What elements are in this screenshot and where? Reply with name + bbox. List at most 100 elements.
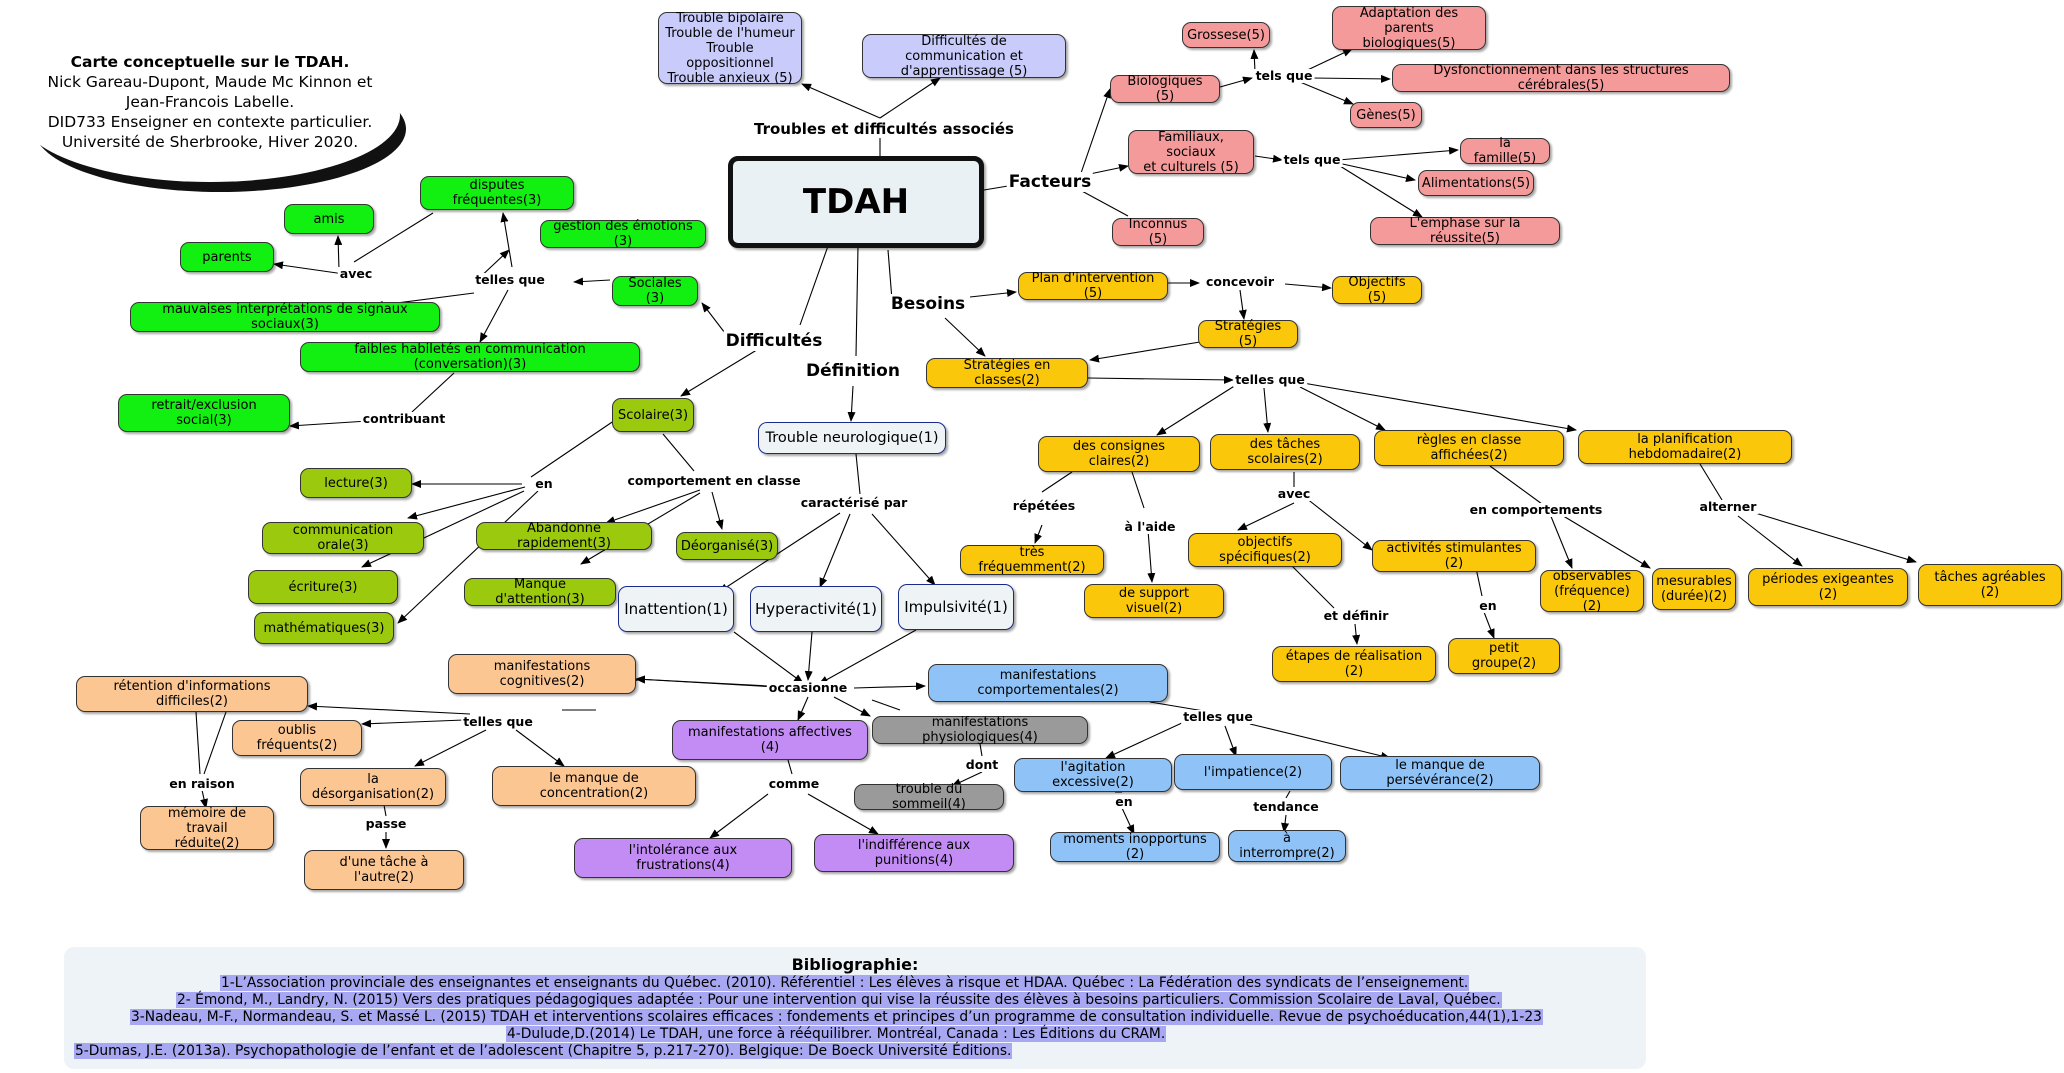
label-en-groupe: en xyxy=(1477,598,1499,613)
label-en-scolaire: en xyxy=(533,476,555,491)
node-grossesse[interactable]: Grossese(5) xyxy=(1182,22,1270,48)
node-strategies[interactable]: Stratégies (5) xyxy=(1198,319,1298,349)
label-a-l-aide: à l'aide xyxy=(1122,519,1178,534)
node-periodes-exigeantes[interactable]: périodes exigeantes (2) xyxy=(1748,568,1908,606)
node-lecture[interactable]: lecture(3) xyxy=(300,468,412,498)
node-desorganisation[interactable]: la désorganisation(2) xyxy=(300,768,446,806)
node-objectifs-specifiques[interactable]: objectifs spécifiques(2) xyxy=(1188,533,1342,567)
node-taches-agreables[interactable]: tâches agréables (2) xyxy=(1918,564,2062,606)
node-inattention[interactable]: Inattention(1) xyxy=(618,586,734,632)
node-intolerance-frustrations[interactable]: l'intolérance aux frustrations(4) xyxy=(574,838,792,878)
label-telles-que-social: telles que xyxy=(473,272,547,287)
node-consignes-claires[interactable]: des consignes claires(2) xyxy=(1038,436,1200,472)
node-disputes[interactable]: disputes fréquentes(3) xyxy=(420,176,574,210)
node-emphase-reussite[interactable]: L'emphase sur la réussite(5) xyxy=(1370,216,1560,246)
bibliography-ref-2: 2- Émond, M., Landry, N. (2015) Vers des… xyxy=(176,992,1502,1008)
label-tendance: tendance xyxy=(1251,799,1321,814)
node-plan-intervention[interactable]: Plan d'intervention (5) xyxy=(1018,271,1168,301)
bibliography-ref-4: 4-Dulude,D.(2014) Le TDAH, une force à r… xyxy=(506,1026,1167,1042)
node-abandonne-rapidement[interactable]: Abandonne rapidement(3) xyxy=(476,521,652,551)
node-manif-comportementales[interactable]: manifestations comportementales(2) xyxy=(928,664,1168,702)
node-etapes-realisation[interactable]: étapes de réalisation (2) xyxy=(1272,646,1436,682)
label-caracterise-par: caractérisé par xyxy=(798,495,910,510)
node-hyperactivite[interactable]: Hyperactivité(1) xyxy=(750,586,882,632)
node-trouble-neurologique[interactable]: Trouble neurologique(1) xyxy=(758,422,946,454)
node-strategies-classes[interactable]: Stratégies en classes(2) xyxy=(926,358,1088,388)
node-tdah[interactable]: TDAH xyxy=(728,156,984,248)
label-telles-que-cog: telles que xyxy=(461,714,535,729)
node-adaptation-parents[interactable]: Adaptation des parents biologiques(5) xyxy=(1332,6,1486,51)
authors-line-2: Jean-Francois Labelle. xyxy=(125,93,295,111)
node-regles-classe[interactable]: règles en classe affichées(2) xyxy=(1374,430,1564,466)
label-comportement-classe: comportement en classe xyxy=(625,473,803,488)
node-indifference-punitions[interactable]: l'indifférence aux punitions(4) xyxy=(814,834,1014,872)
node-memoire-travail[interactable]: mémoire de travail réduite(2) xyxy=(140,806,274,851)
node-biologiques[interactable]: Biologiques (5) xyxy=(1110,74,1220,104)
course-line: DID733 Enseigner en contexte particulier… xyxy=(47,113,373,131)
node-manif-affectives[interactable]: manifestations affectives (4) xyxy=(672,720,868,760)
label-avec-taches: avec xyxy=(1275,486,1313,501)
node-support-visuel[interactable]: de support visuel(2) xyxy=(1084,584,1224,618)
node-planification[interactable]: la planification hebdomadaire(2) xyxy=(1578,430,1792,464)
authors-line: Nick Gareau-Dupont, Maude Mc Kinnon et xyxy=(47,73,373,91)
node-amis[interactable]: amis xyxy=(284,204,374,234)
node-manif-cognitives[interactable]: manifestations cognitives(2) xyxy=(448,654,636,694)
bibliography-ref-3: 3-Nadeau, M-F., Normandeau, S. et Massé … xyxy=(130,1009,1543,1025)
node-tache-a-autre[interactable]: d'une tâche à l'autre(2) xyxy=(304,850,464,890)
node-sociales[interactable]: Sociales (3) xyxy=(612,276,698,306)
node-taches-scolaires[interactable]: des tâches scolaires(2) xyxy=(1210,434,1360,470)
node-scolaire[interactable]: Scolaire(3) xyxy=(612,398,694,432)
label-avec-social: avec xyxy=(337,266,375,281)
bibliography-title: Bibliographie: xyxy=(791,955,919,974)
node-mesurables[interactable]: mesurables (durée)(2) xyxy=(1652,568,1736,610)
node-alimentations[interactable]: Alimentations(5) xyxy=(1418,170,1534,196)
label-en-raison: en raison xyxy=(167,776,237,791)
node-manque-attention[interactable]: Manque d'attention(3) xyxy=(464,577,616,607)
node-dysfonctionnement[interactable]: Dysfonctionnement dans les structures cé… xyxy=(1392,63,1730,93)
node-manif-physiologiques[interactable]: manifestations physiologiques(4) xyxy=(872,715,1088,745)
node-faibles-habiletes[interactable]: faibles habiletés en communication (conv… xyxy=(300,342,640,372)
label-passe: passe xyxy=(363,816,409,831)
node-parents[interactable]: parents xyxy=(180,242,274,272)
label-difficultes: Difficultés xyxy=(723,331,825,351)
node-impulsivite[interactable]: Impulsivité(1) xyxy=(898,584,1014,630)
map-title-block: Carte conceptuelle sur le TDAH. Nick Gar… xyxy=(20,52,400,152)
label-besoins: Besoins xyxy=(888,294,968,314)
node-tres-frequemment[interactable]: très fréquemment(2) xyxy=(960,545,1104,575)
node-mathematiques[interactable]: mathématiques(3) xyxy=(254,612,394,644)
node-objectifs[interactable]: Objectifs (5) xyxy=(1332,275,1422,305)
node-trouble-bipolaire[interactable]: Trouble bipolaire Trouble de l'humeur Tr… xyxy=(658,11,802,86)
label-comme: comme xyxy=(766,776,822,791)
bibliography-ref-5: 5-Dumas, J.E. (2013a). Psychopathologie … xyxy=(74,1043,1013,1059)
label-telles-que-comp: telles que xyxy=(1181,709,1255,724)
node-communication-orale[interactable]: communication orale(3) xyxy=(262,522,424,554)
label-definition: Définition xyxy=(804,361,902,381)
node-moments-inopportuns[interactable]: moments inopportuns (2) xyxy=(1050,832,1220,862)
node-manque-concentration[interactable]: le manque de concentration(2) xyxy=(492,766,696,806)
bibliography-panel: Bibliographie: 1-L’Association provincia… xyxy=(64,947,1646,1069)
node-impatience[interactable]: l'impatience(2) xyxy=(1174,754,1332,790)
node-ecriture[interactable]: écriture(3) xyxy=(248,570,398,604)
node-petit-groupe[interactable]: petit groupe(2) xyxy=(1448,638,1560,674)
node-manque-perseverance[interactable]: le manque de persévérance(2) xyxy=(1340,756,1540,790)
node-gestion-emotions[interactable]: gestion des émotions (3) xyxy=(540,219,706,249)
node-activites-stimulantes[interactable]: activités stimulantes (2) xyxy=(1372,540,1536,572)
node-retrait-exclusion[interactable]: retrait/exclusion social(3) xyxy=(118,394,290,432)
node-familiaux[interactable]: Familiaux, sociaux et culturels (5) xyxy=(1128,130,1254,175)
node-observables[interactable]: observables (fréquence)(2) xyxy=(1540,569,1644,614)
label-contribuant: contribuant xyxy=(360,411,448,426)
node-difficultes-communication[interactable]: Difficultés de communication et d'appren… xyxy=(862,34,1066,79)
map-title: Carte conceptuelle sur le TDAH. xyxy=(70,53,350,71)
node-mauvaises-interpretations[interactable]: mauvaises interprétations de signaux soc… xyxy=(130,302,440,332)
node-genes[interactable]: Gènes(5) xyxy=(1350,102,1422,128)
node-trouble-sommeil[interactable]: trouble du sommeil(4) xyxy=(854,782,1004,812)
node-agitation-excessive[interactable]: l'agitation excessive(2) xyxy=(1014,758,1172,792)
label-alterner: alterner xyxy=(1697,499,1759,514)
node-inconnus[interactable]: Inconnus (5) xyxy=(1112,217,1204,247)
node-oublis-frequents[interactable]: oublis fréquents(2) xyxy=(232,720,362,756)
node-desorganise[interactable]: Déorganisé(3) xyxy=(676,532,778,560)
node-retention-informations[interactable]: rétention d'informations difficiles(2) xyxy=(76,676,308,712)
node-famille[interactable]: la famille(5) xyxy=(1460,136,1550,166)
node-interrompre[interactable]: à interrompre(2) xyxy=(1228,830,1346,862)
